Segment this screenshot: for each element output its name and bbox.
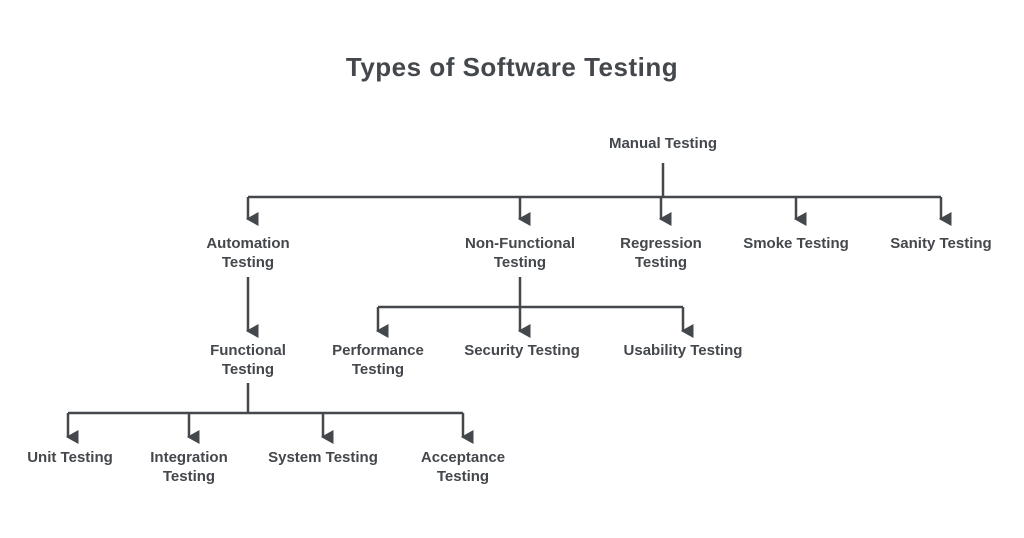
node-system-testing: System Testing	[268, 449, 378, 466]
node-non-functional-testing: Non-Functional Testing	[465, 235, 575, 271]
node-smoke-testing: Smoke Testing	[743, 235, 849, 252]
node-performance-testing: Performance Testing	[332, 342, 424, 378]
node-manual-testing: Manual Testing	[608, 135, 718, 152]
node-automation-testing: Automation Testing	[206, 235, 290, 271]
node-sanity-testing: Sanity Testing	[890, 235, 992, 252]
node-integration-testing: Integration Testing	[150, 449, 228, 485]
edge-functional-to-children	[65, 383, 474, 444]
node-security-testing: Security Testing	[464, 342, 580, 359]
diagram-title: Types of Software Testing	[345, 52, 679, 82]
node-regression-testing: Regression Testing	[620, 235, 702, 271]
node-unit-testing: Unit Testing	[27, 449, 113, 466]
node-usability-testing: Usability Testing	[623, 342, 743, 359]
node-acceptance-testing: Acceptance Testing	[420, 449, 506, 485]
node-functional-testing: Functional Testing	[210, 342, 286, 378]
edge-root-to-level2	[245, 163, 952, 226]
edge-nonfunctional-to-children	[375, 277, 694, 338]
